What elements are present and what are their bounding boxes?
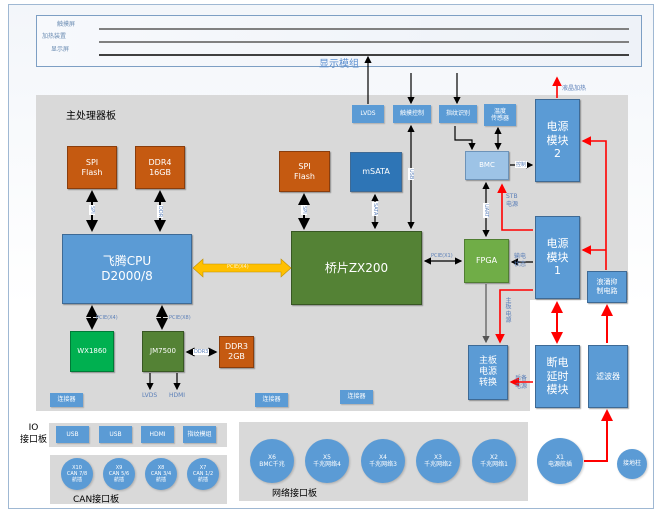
- bus-label-uart: UART: [483, 203, 489, 219]
- port-touch-control: 触摸控制: [393, 105, 431, 123]
- port-fingerprint: 指纹识别: [439, 105, 477, 123]
- io-port-hdmi: HDMI: [141, 426, 174, 443]
- spi-flash-bridge: SPI Flash: [279, 151, 330, 192]
- port-temp-sensor: 温度 传感器: [484, 104, 516, 126]
- display-module: 触摸屏 加热装置 显示屏 显示模组: [36, 15, 642, 70]
- connector-3: 连接器: [340, 390, 373, 404]
- msata-storage: mSATA: [350, 152, 402, 192]
- main-board-title: 主处理器板: [66, 111, 116, 122]
- network-board-title: 网络接口板: [272, 489, 318, 499]
- io-port-fingerprint-module: 指纹模组: [183, 426, 216, 443]
- bus-label-sata: SATA: [372, 202, 378, 217]
- net-connector-x6: X6 BMC千兆: [250, 439, 294, 483]
- can-connector-x7: X7 CAN 1/2 航插: [187, 458, 219, 490]
- io-port-usb-1: USB: [56, 426, 89, 443]
- backup-power-label: 后备 电源: [515, 375, 528, 390]
- bridge-zx200: 桥片ZX200: [291, 231, 422, 305]
- surge-suppression-circuit: 浪涌抑 制电路: [587, 271, 627, 303]
- spi-flash-cpu: SPI Flash: [67, 146, 117, 189]
- stb-power-label: STB 电源: [506, 193, 519, 208]
- bus-label-pcie-x8: PCIE(X8): [169, 315, 191, 321]
- power-module-1: 电源 模块 1: [535, 216, 580, 299]
- heater-line: [99, 41, 629, 43]
- ground-post: 接地柱: [617, 449, 647, 479]
- power-off-delay-module: 断电 延时 模块: [535, 345, 580, 408]
- power-connector-x1: X1 电源航插: [537, 438, 583, 484]
- wx1860-nic: WX1860: [70, 331, 114, 372]
- output-label-hdmi: HDMI: [169, 392, 186, 399]
- bus-label-control: 控制: [515, 161, 528, 168]
- bus-label-pcie-x1: PCIE(X1): [431, 253, 453, 259]
- heater-label: 加热装置: [42, 33, 67, 40]
- lcd-heating-label: 液晶加热: [562, 85, 587, 92]
- bus-label-pcie-x4: PCIE(X4): [227, 264, 249, 270]
- ddr3-memory: DDR3 2GB: [219, 336, 254, 368]
- power-status-label: 输电 状态: [514, 253, 527, 268]
- can-board-title: CAN接口板: [73, 495, 120, 505]
- net-connector-x5: X5 千兆网络4: [305, 439, 349, 483]
- bus-label-ddr4: DDR: [157, 205, 163, 219]
- port-lvds: LVDS: [352, 105, 384, 123]
- main-board-power-label: 主板 电源: [504, 297, 511, 323]
- output-label-lvds: LVDS: [142, 392, 158, 399]
- can-connector-x10: X10 CAN 7/8 航插: [61, 458, 93, 490]
- net-connector-x3: X3 千兆网络2: [416, 439, 460, 483]
- display-screen-label: 显示屏: [51, 46, 70, 53]
- touchscreen-line: [99, 28, 629, 30]
- bus-label-usb: USB: [408, 168, 414, 181]
- can-connector-x9: X9 CAN 5/6 航插: [103, 458, 135, 490]
- io-board-title: IO 接口板: [20, 423, 48, 445]
- ddr4-memory: DDR4 16GB: [135, 146, 185, 189]
- bus-label-pcie-x4-wx: PCIE(X4): [96, 315, 118, 321]
- net-connector-x4: X4 千兆网络3: [361, 439, 405, 483]
- connector-1: 连接器: [50, 393, 83, 407]
- pcie-x4-arrow: [192, 258, 292, 278]
- display-screen-line: [99, 54, 629, 56]
- power-module-2: 电源 模块 2: [535, 99, 580, 182]
- connector-2: 连接器: [255, 393, 288, 407]
- io-port-usb-2: USB: [99, 426, 132, 443]
- bmc-chip: BMC: [465, 151, 509, 180]
- net-connector-x2: X2 千兆网络1: [472, 439, 516, 483]
- bus-label-spi-bridge: SPI: [301, 205, 307, 215]
- board-power-converter: 主板 电源 转换: [468, 345, 508, 400]
- can-connector-x8: X8 CAN 3/4 航插: [145, 458, 177, 490]
- bus-label-ddr3: DDR3: [193, 349, 210, 355]
- display-module-title: 显示模组: [319, 59, 359, 70]
- fpga-chip: FPGA: [464, 239, 509, 283]
- cpu-d2000: 飞腾CPU D2000/8: [62, 234, 192, 304]
- filter: 滤波器: [588, 345, 628, 408]
- touchscreen-label: 触摸屏: [57, 21, 76, 28]
- bus-label-spi-cpu: SPI: [89, 205, 95, 215]
- jm7500-gpu: JM7500: [142, 331, 184, 372]
